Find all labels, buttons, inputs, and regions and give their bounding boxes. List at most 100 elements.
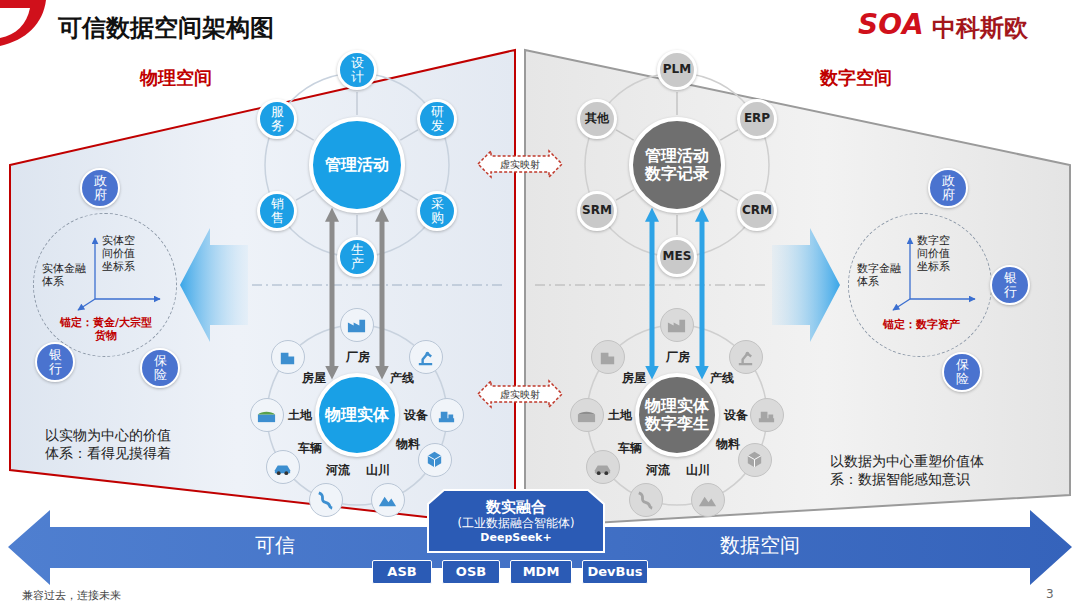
value-system-circle: 实体金融体系实体空间价值坐标系锚定：黄金/大宗型货物 (33, 213, 177, 357)
value-system-circle: 数字金融体系数字空间价值坐标系锚定：数字资产 (848, 213, 992, 357)
node-text: 虚实映射 (500, 389, 540, 400)
flow-arrow (772, 228, 840, 342)
icon-label: 山川 (366, 464, 390, 478)
entity-icon (697, 489, 718, 510)
entity-icon (277, 346, 298, 367)
link-line (616, 130, 634, 140)
mapping-arrow-line (330, 217, 335, 369)
icon-node: 设备 (430, 398, 464, 432)
node-text: 政府 (942, 174, 955, 203)
link-line (616, 190, 634, 200)
node-text: PLM (663, 63, 691, 77)
bus-box: ASB (372, 560, 432, 584)
link-line (720, 130, 738, 140)
entity-ring (587, 325, 767, 505)
circle-node: 采购 (417, 191, 457, 231)
icon-label: 产线 (710, 372, 734, 386)
icon-node: 厂房 (340, 308, 374, 342)
node-text: DevBus (588, 565, 643, 579)
activity-ring (585, 73, 769, 257)
node-text: 其他 (585, 112, 609, 126)
icon-node: 山川 (371, 483, 405, 517)
entity-icon (592, 456, 613, 477)
bus-box: DevBus (582, 560, 649, 584)
double-arrow-outline (478, 151, 562, 177)
region-heading: 物理空间 (140, 66, 212, 90)
node-text: ASB (387, 565, 416, 579)
circle-node: 管理活动 数字记录 (629, 117, 725, 213)
icon-label: 产线 (390, 372, 414, 386)
page-title: 可信数据空间架构图 (58, 12, 274, 44)
link-line (676, 92, 678, 115)
node-text: 政府 (94, 174, 107, 203)
node-text: SRM (582, 204, 612, 218)
link-line (356, 215, 358, 235)
circle-node: 保险 (140, 348, 180, 388)
entity-icon (756, 404, 777, 425)
node-text: 销售 (271, 197, 284, 226)
node-text: 设计 (351, 56, 364, 85)
icon-node: 河流 (629, 483, 663, 517)
circle-node: CRM (737, 191, 777, 231)
circle-node: 销售 (257, 191, 297, 231)
bus-box: MDM (510, 560, 572, 584)
entity-icon (415, 346, 436, 367)
node-text: 生产 (351, 243, 364, 272)
flow-arrow (180, 228, 248, 342)
icon-label: 土地 (288, 409, 312, 423)
statement-note: 以实物为中心的价值体系：看得见摸得着 (45, 426, 181, 462)
icon-node: 土地 (250, 398, 284, 432)
digital-space-panel (525, 50, 1070, 527)
icon-node: 车辆 (586, 450, 620, 484)
circle-text: 实体空间价值坐标系 (102, 234, 138, 274)
entity-icon (735, 346, 756, 367)
entity-icon (436, 404, 457, 425)
icon-label: 车辆 (298, 442, 322, 456)
icon-node: 土地 (570, 398, 604, 432)
entity-icon (272, 456, 293, 477)
link-line (400, 130, 418, 140)
node-text: 管理活动 数字记录 (643, 147, 710, 184)
node-text: (工业数据融合智能体) (458, 516, 575, 530)
link-line (356, 92, 358, 115)
node-text: 采购 (431, 197, 444, 226)
circle-node: 银行 (35, 342, 75, 382)
circle-text: 数字空间价值坐标系 (917, 234, 953, 274)
mapping-arrow-line (700, 217, 705, 369)
entity-ring (267, 325, 447, 505)
node-text: CRM (742, 204, 772, 218)
mapping-arrow: 虚实映射 (477, 150, 563, 178)
double-arrow-outline (478, 381, 562, 407)
icon-node: 产线 (729, 340, 763, 374)
icon-label: 物料 (716, 438, 740, 452)
entity-icon (635, 489, 656, 510)
icon-label: 设备 (724, 409, 748, 423)
icon-label: 设备 (404, 409, 428, 423)
node-text: 物理实体 (323, 406, 390, 424)
link-line (400, 190, 418, 200)
circle-node: 物理实体 数字孪生 (635, 373, 719, 457)
logo-arc-inner (0, 8, 30, 38)
icon-label: 土地 (608, 409, 632, 423)
circle-text: 数字金融体系 (857, 262, 903, 288)
icon-node: 房屋 (591, 340, 625, 374)
page-number: 3 (1046, 587, 1054, 601)
mapping-arrow: 虚实映射 (477, 380, 563, 408)
link-line (296, 130, 314, 140)
circle-text: 锚定：黄金/大宗型货物 (58, 316, 154, 342)
bus-box: OSB (442, 560, 500, 584)
activity-ring (265, 73, 449, 257)
fusion-outline (428, 490, 604, 552)
node-text: ERP (744, 112, 770, 126)
circle-node: 物理实体 (315, 373, 399, 457)
icon-node: 山川 (691, 483, 725, 517)
icon-node: 车辆 (266, 450, 300, 484)
icon-node: 物料 (418, 443, 452, 477)
fusion-box: 数实融合(工业数据融合智能体)DeepSeek+ (428, 490, 604, 552)
circle-node: 政府 (80, 168, 120, 208)
entity-icon (666, 314, 687, 335)
icon-node: 物料 (738, 443, 772, 477)
circle-node: 政府 (928, 168, 968, 208)
node-text: 保险 (956, 358, 969, 387)
